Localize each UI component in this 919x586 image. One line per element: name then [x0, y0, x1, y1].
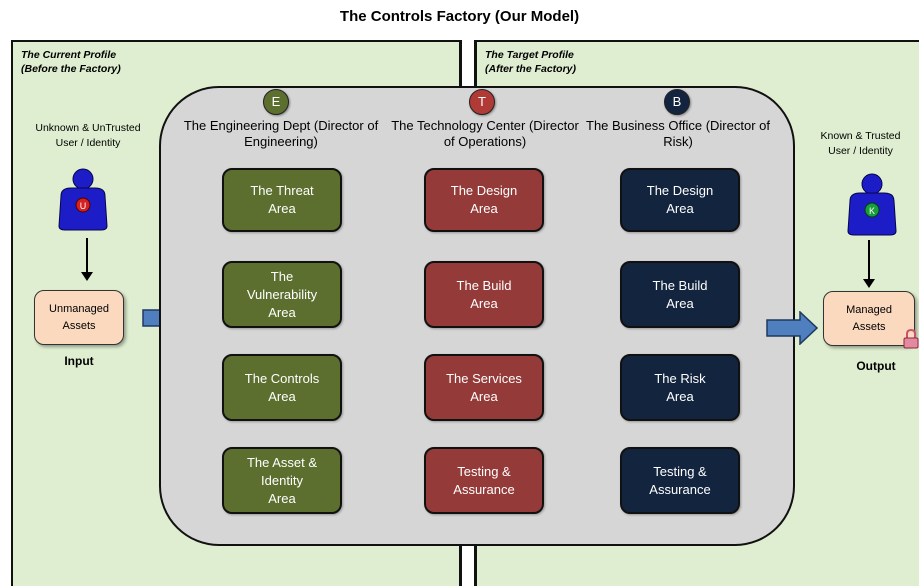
engineering-threat-area: The Threat Area: [222, 168, 342, 232]
engineering-badge: E: [263, 89, 289, 115]
unmanaged-assets-box: Unmanaged Assets: [34, 290, 124, 345]
unknown-user-badge: U: [80, 201, 87, 211]
diagram-title: The Controls Factory (Our Model): [339, 8, 580, 25]
target-profile-label: The Target Profile (After the Factory): [485, 49, 577, 75]
business-risk-area: The Risk Area: [620, 354, 740, 421]
business-design-area: The Design Area: [620, 168, 740, 232]
business-testing-assurance: Testing & Assurance: [620, 447, 740, 514]
business-heading: The Business Office (Director of Risk): [586, 118, 770, 149]
technology-build-area: The Build Area: [424, 261, 544, 328]
arrow-down-icon: [863, 279, 875, 288]
current-profile-label: The Current Profile (Before the Factory): [21, 49, 121, 75]
engineering-vulnerability-area: The Vulnerability Area: [222, 261, 342, 328]
unknown-user-label: Unknown & UnTrusted User / Identity: [35, 122, 141, 149]
technology-heading: The Technology Center (Director of Opera…: [391, 118, 579, 149]
technology-badge: T: [469, 89, 495, 115]
known-user-badge: K: [869, 206, 875, 216]
technology-services-area: The Services Area: [424, 354, 544, 421]
lock-icon: [903, 329, 919, 349]
output-connector-line: [868, 240, 870, 280]
business-badge: B: [664, 89, 690, 115]
unknown-user-icon: U: [58, 168, 108, 231]
technology-testing-assurance: Testing & Assurance: [424, 447, 544, 514]
arrow-down-icon: [81, 272, 93, 281]
engineering-controls-area: The Controls Area: [222, 354, 342, 421]
business-build-area: The Build Area: [620, 261, 740, 328]
output-caption: Output: [856, 359, 896, 373]
known-user-label: Known & Trusted User / Identity: [820, 130, 901, 157]
engineering-asset-identity-area: The Asset & Identity Area: [222, 447, 342, 514]
input-connector-line: [86, 238, 88, 272]
known-user-icon: K: [847, 173, 897, 236]
engineering-heading: The Engineering Dept (Director of Engine…: [183, 118, 379, 149]
arrow-right-icon: [766, 311, 818, 345]
technology-design-area: The Design Area: [424, 168, 544, 232]
managed-assets-box: Managed Assets: [823, 291, 915, 346]
input-caption: Input: [64, 354, 94, 368]
